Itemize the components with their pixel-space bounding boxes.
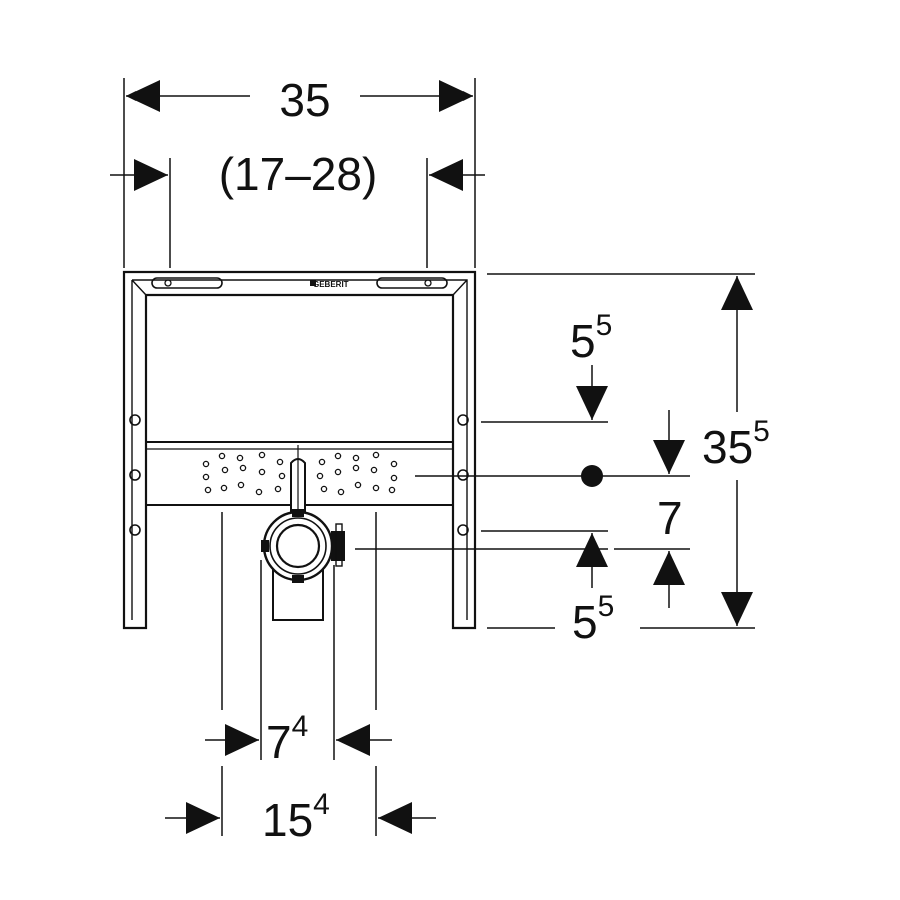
dimension-lines: [110, 78, 755, 836]
drain-flange-ring: [269, 517, 327, 575]
top-slot-right: [376, 277, 448, 289]
mounting-hole: [457, 414, 469, 426]
traverse-holes-left: [202, 451, 286, 496]
dimension-drain-outer: 154: [262, 788, 330, 846]
flange-lug: [292, 509, 304, 517]
frame-inner-edge: [131, 279, 468, 620]
drain-assembly: [261, 445, 345, 621]
mounting-hole: [457, 469, 469, 481]
dimension-width-total: 35: [279, 74, 330, 126]
dimension-top-offset: 55: [570, 309, 612, 367]
top-slot-left: [151, 277, 223, 289]
flange-lug: [292, 575, 304, 583]
top-slot-hole-left: [164, 279, 172, 287]
clamp-screw: [331, 531, 345, 561]
reference-point: [581, 465, 603, 487]
drain-flange-outer: [262, 510, 334, 582]
mounting-hole: [129, 469, 141, 481]
clamp-screw-head: [335, 523, 343, 567]
dimension-lower-offset: 55: [572, 590, 614, 648]
flange-lug: [261, 540, 269, 552]
top-slot-hole-right: [424, 279, 432, 287]
mounting-hole: [129, 414, 141, 426]
brand-logo: GEBERIT: [313, 280, 349, 289]
traverse-holes-right: [316, 451, 398, 496]
drain-opening: [275, 523, 321, 569]
mounting-hole: [129, 524, 141, 536]
dimension-height-total: 355: [702, 415, 770, 473]
dimension-middle-gap: 7: [657, 492, 683, 544]
dimension-drain-inner: 74: [266, 710, 308, 768]
mounting-hole: [457, 524, 469, 536]
brand-logo-mark: [310, 280, 316, 286]
dimension-width-range: (17–28): [219, 148, 378, 200]
mounting-holes: [129, 414, 469, 536]
